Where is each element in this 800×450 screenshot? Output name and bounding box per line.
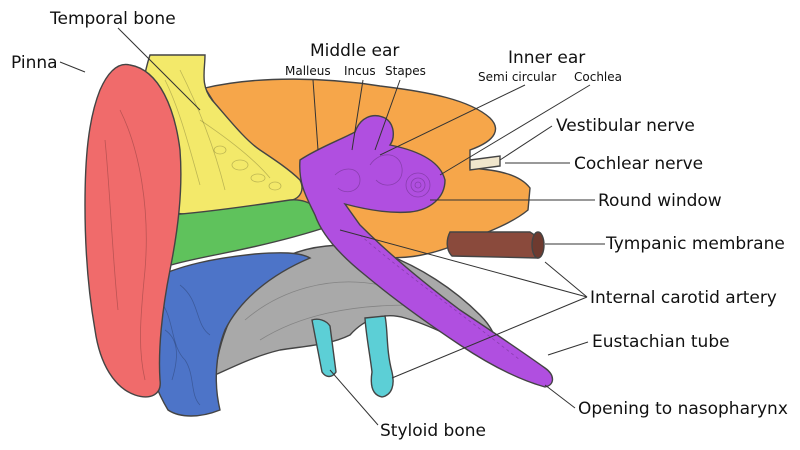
tympanic-membrane xyxy=(446,231,541,259)
nerve-stub xyxy=(469,155,501,171)
label-cochlea: Cochlea xyxy=(574,70,622,84)
label-stapes: Stapes xyxy=(385,64,426,78)
label-opening-to-nasopharynx: Opening to nasopharynx xyxy=(578,399,788,419)
label-tympanic-membrane: Tympanic membrane xyxy=(605,234,785,254)
styloid-bone-right xyxy=(364,315,394,398)
label-eustachian-tube: Eustachian tube xyxy=(592,332,730,352)
label-cochlear-nerve: Cochlear nerve xyxy=(574,154,703,174)
label-inner-ear: Inner ear xyxy=(508,48,585,68)
label-vestibular-nerve: Vestibular nerve xyxy=(556,116,695,136)
label-pinna: Pinna xyxy=(11,53,58,73)
middle-inner-ear xyxy=(299,114,554,388)
pinna xyxy=(84,63,182,398)
label-styloid-bone: Styloid bone xyxy=(380,421,486,441)
label-incus: Incus xyxy=(344,64,376,78)
tympanic-membrane-end xyxy=(531,231,545,259)
label-temporal-bone: Temporal bone xyxy=(49,9,176,29)
label-round-window: Round window xyxy=(598,191,722,211)
styloid-bone-left xyxy=(311,318,337,378)
label-internal-carotid-artery: Internal carotid artery xyxy=(590,288,777,308)
label-middle-ear: Middle ear xyxy=(310,41,399,61)
label-malleus: Malleus xyxy=(285,64,331,78)
label-semicircular: Semi circular xyxy=(478,70,556,84)
